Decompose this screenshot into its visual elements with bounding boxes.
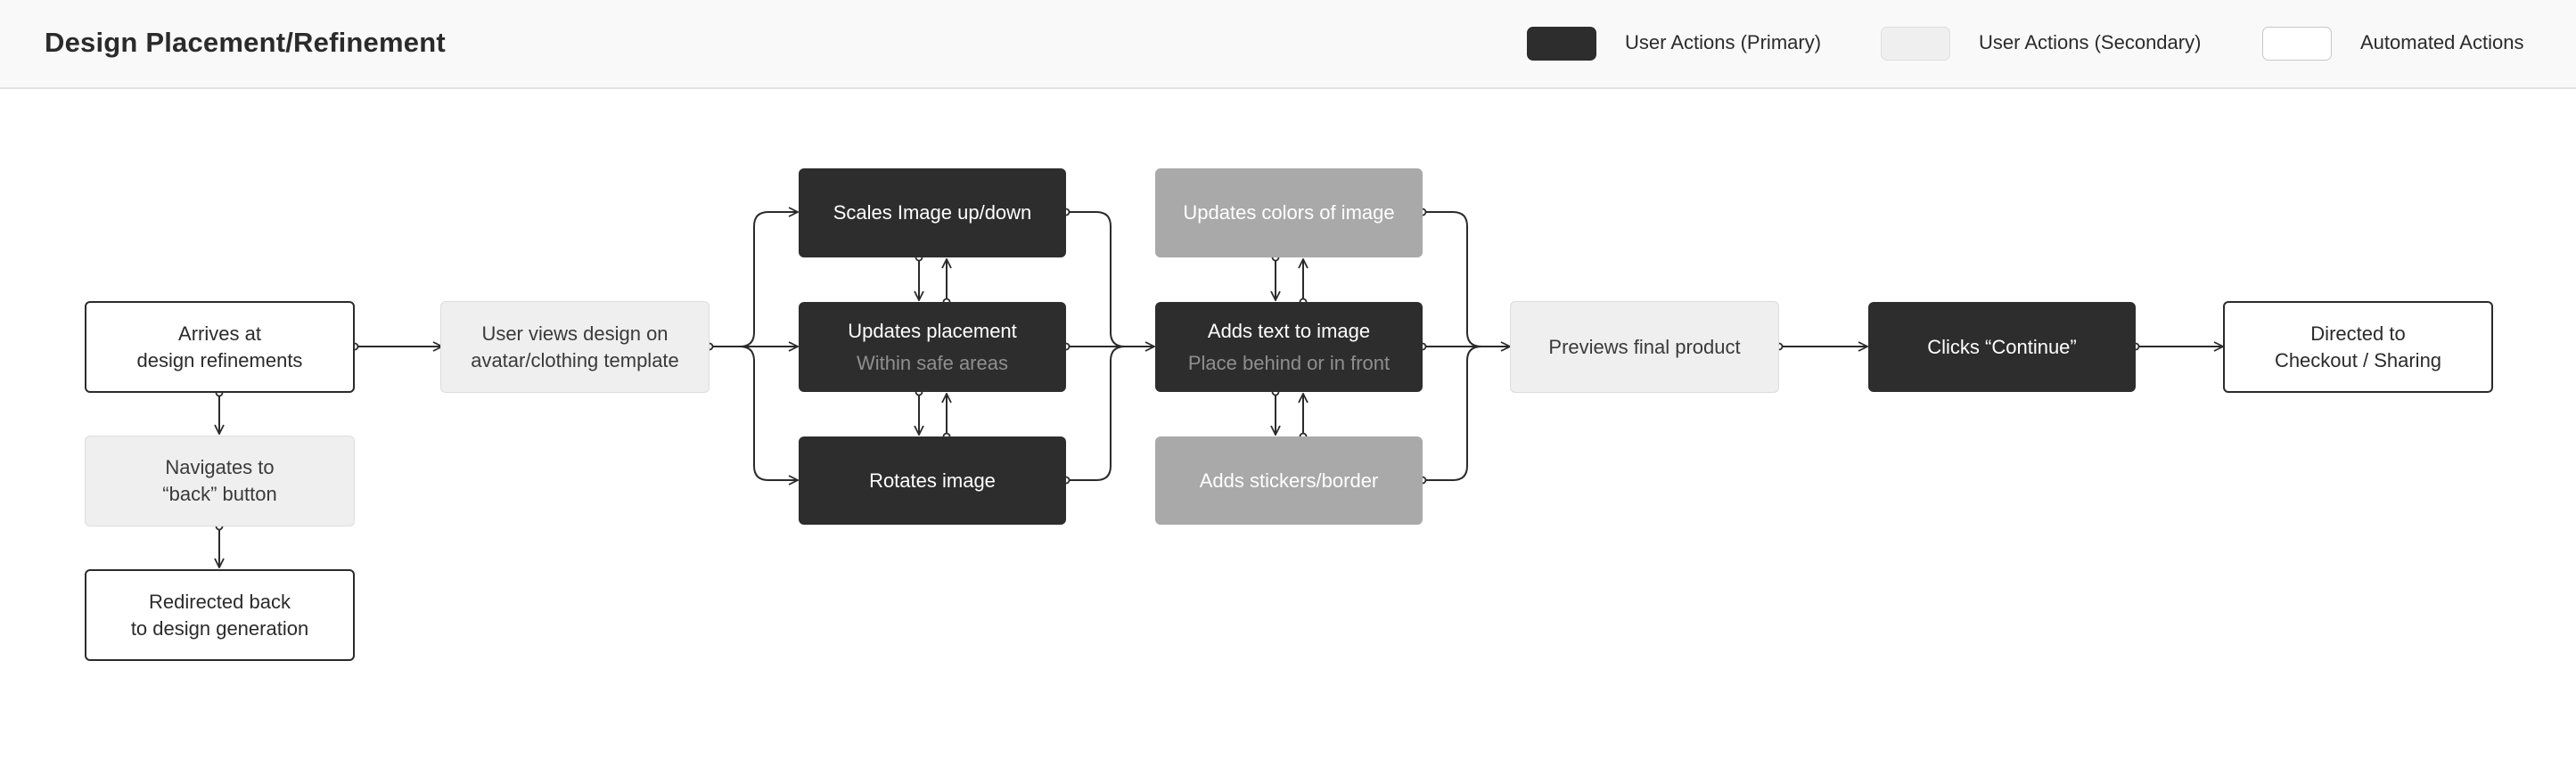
node-updates-placement-sub: Within safe areas: [857, 351, 1008, 374]
connector-views-to-rotates: [739, 346, 798, 480]
node-user-views-line1: User views design on: [481, 322, 669, 345]
legend-swatch-primary: [1527, 27, 1596, 61]
node-rotates-label: Rotates image: [869, 469, 996, 492]
node-previews-label: Previews final product: [1548, 335, 1741, 358]
node-clicks-continue: Clicks “Continue”: [1868, 302, 2136, 392]
node-directed-checkout: Directed to Checkout / Sharing: [2223, 301, 2493, 393]
connector-colors-to-merge: [1423, 211, 1482, 347]
node-navigates-line2: “back” button: [162, 483, 277, 505]
node-rotates-image: Rotates image: [799, 436, 1066, 525]
legend-label-secondary: User Actions (Secondary): [1979, 31, 2202, 53]
node-user-views-design: User views design on avatar/clothing tem…: [440, 301, 710, 393]
legend-label-automated: Automated Actions: [2360, 31, 2524, 53]
connector-rotates-to-merge: [1066, 346, 1126, 481]
connector-stickers-to-merge: [1423, 346, 1482, 481]
node-previews-final: Previews final product: [1510, 301, 1779, 393]
node-scales-label: Scales Image up/down: [833, 201, 1032, 224]
legend-swatch-automated: [2262, 27, 2332, 61]
node-redirected-line1: Redirected back: [149, 590, 291, 613]
node-adds-stickers: Adds stickers/border: [1155, 436, 1423, 525]
page-title: Design Placement/Refinement: [45, 27, 446, 58]
node-adds-text-sub: Place behind or in front: [1187, 351, 1391, 374]
node-updates-placement: Updates placement Within safe areas: [799, 302, 1066, 392]
node-arrives-line2: design refinements: [136, 348, 303, 371]
node-user-views-line2: avatar/clothing template: [471, 348, 679, 371]
node-arrives-line1: Arrives at: [178, 322, 261, 345]
node-adds-text-label: Adds text to image: [1207, 319, 1371, 342]
node-updates-colors: Updates colors of image: [1155, 168, 1423, 257]
node-navigates-back: Navigates to “back” button: [85, 436, 355, 526]
header-bar: Design Placement/Refinement User Actions…: [0, 0, 2576, 89]
connector-scales-to-merge: [1066, 211, 1126, 347]
node-directed-line1: Directed to: [2310, 322, 2406, 345]
legend-swatch-secondary: [1881, 27, 1950, 61]
node-updates-colors-label: Updates colors of image: [1183, 201, 1395, 224]
node-directed-line2: Checkout / Sharing: [2274, 348, 2442, 371]
node-clicks-continue-label: Clicks “Continue”: [1927, 335, 2077, 358]
legend-label-primary: User Actions (Primary): [1625, 31, 1822, 53]
node-navigates-line1: Navigates to: [165, 456, 275, 478]
node-redirected-line2: to design generation: [130, 616, 309, 640]
node-redirected-back: Redirected back to design generation: [85, 569, 355, 661]
node-adds-text: Adds text to image Place behind or in fr…: [1155, 302, 1423, 392]
connector-views-to-scales: [739, 212, 798, 347]
node-adds-stickers-label: Adds stickers/border: [1199, 469, 1379, 492]
node-scales-image: Scales Image up/down: [799, 168, 1066, 257]
node-updates-placement-label: Updates placement: [848, 319, 1017, 342]
node-arrives-at-refinements: Arrives at design refinements: [85, 301, 355, 393]
